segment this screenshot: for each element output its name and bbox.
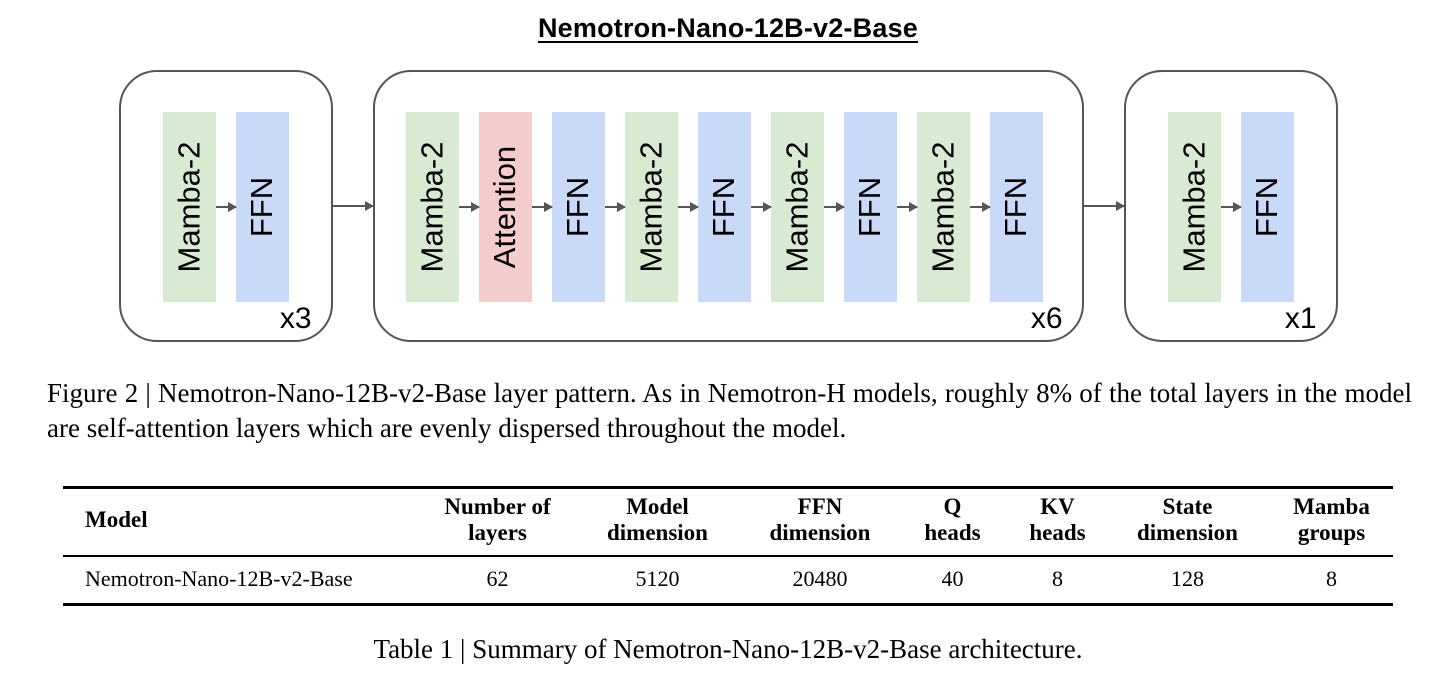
flow-arrow-icon — [531, 205, 552, 209]
layer-block-ffn: FFN — [843, 112, 897, 302]
flow-arrow-icon — [1083, 204, 1124, 208]
blocks-row: Mamba-2 FFN — [1167, 112, 1294, 302]
layer-block-attention: Attention — [478, 112, 532, 302]
column-header-state-dimension: State dimension — [1137, 494, 1238, 546]
layer-block-ffn: FFN — [989, 112, 1043, 302]
figure-caption: Figure 2 | Nemotron-Nano-12B-v2-Base lay… — [47, 378, 1412, 443]
column-header-ffn-dimension: FFN dimension — [769, 494, 871, 546]
flow-arrow-icon — [604, 205, 625, 209]
layer-block-label: Mamba-2 — [779, 141, 814, 273]
diagram-title: Nemotron-Nano-12B-v2-Base — [537, 13, 919, 43]
flow-arrow-icon — [677, 205, 698, 209]
layer-group-x1: Mamba-2 FFN x1 — [1123, 70, 1338, 342]
layer-block-label: FFN — [1249, 176, 1285, 238]
layer-block-mamba-2: Mamba-2 — [916, 112, 970, 302]
column-header-number-of-layers: Number of layers — [444, 494, 551, 546]
flow-arrow-icon — [750, 205, 771, 209]
blocks-row: Mamba-2 FFN — [162, 112, 289, 302]
cell-ffn-dimension: 20480 — [792, 565, 848, 591]
layer-block-label: FFN — [998, 176, 1034, 238]
flow-arrow-icon — [1220, 205, 1241, 209]
flow-arrow-icon — [215, 205, 236, 209]
flow-arrow-icon — [896, 205, 917, 209]
layer-block-label: Attention — [487, 145, 522, 269]
repeat-label: x1 — [1284, 302, 1317, 335]
cell-q-heads: 40 — [941, 565, 964, 591]
flow-arrow-icon — [332, 204, 373, 208]
layer-block-ffn: FFN — [551, 112, 605, 302]
cell-model-name: Nemotron-Nano-12B-v2-Base — [85, 565, 353, 591]
column-header-kv-heads: KV heads — [1029, 494, 1086, 546]
cell-model-dimension: 5120 — [635, 565, 680, 591]
layer-block-ffn: FFN — [697, 112, 751, 302]
cell-state-dimension: 128 — [1171, 565, 1204, 591]
layer-block-label: Mamba-2 — [633, 141, 668, 273]
layer-block-label: FFN — [852, 176, 888, 238]
table-caption: Table 1 | Summary of Nemotron-Nano-12B-v… — [373, 633, 1083, 664]
cell-number-of-layers: 62 — [486, 565, 509, 591]
column-header-model: Model — [85, 507, 148, 533]
layer-block-mamba-2: Mamba-2 — [1167, 112, 1221, 302]
layer-block-label: FFN — [244, 176, 280, 238]
layer-block-mamba-2: Mamba-2 — [405, 112, 459, 302]
blocks-row: Mamba-2 Attention FFN Mamba-2 FFN Mamba-2 FFN M… — [405, 112, 1043, 302]
layer-block-label: Mamba-2 — [1176, 141, 1211, 273]
layer-pattern-diagram: Mamba-2 FFN x3 Mamba-2 Attention FFN Mamba-2 FF… — [0, 70, 1456, 342]
architecture-table: Model Number of layers Model dimension F… — [63, 486, 1393, 606]
repeat-label: x6 — [1030, 302, 1063, 335]
cell-kv-heads: 8 — [1052, 565, 1063, 591]
layer-group-x3: Mamba-2 FFN x3 — [118, 70, 333, 342]
column-header-mamba-groups: Mamba groups — [1293, 494, 1370, 546]
layer-block-label: FFN — [560, 176, 596, 238]
table-header-row: Model Number of layers Model dimension F… — [63, 487, 1393, 556]
layer-block-ffn: FFN — [1240, 112, 1294, 302]
flow-arrow-icon — [458, 205, 479, 209]
layer-block-mamba-2: Mamba-2 — [624, 112, 678, 302]
layer-block-mamba-2: Mamba-2 — [162, 112, 216, 302]
layer-block-label: FFN — [706, 176, 742, 238]
column-header-model-dimension: Model dimension — [607, 494, 708, 546]
layer-block-ffn: FFN — [235, 112, 289, 302]
table-row: Nemotron-Nano-12B-v2-Base 62 5120 20480 … — [63, 556, 1393, 605]
layer-block-label: Mamba-2 — [925, 141, 960, 273]
column-header-q-heads: Q heads — [924, 494, 981, 546]
layer-block-label: Mamba-2 — [171, 141, 206, 273]
flow-arrow-icon — [823, 205, 844, 209]
cell-mamba-groups: 8 — [1326, 565, 1337, 591]
layer-block-label: Mamba-2 — [414, 141, 449, 273]
flow-arrow-icon — [969, 205, 990, 209]
layer-group-x6: Mamba-2 Attention FFN Mamba-2 FFN Mamba-2 FFN M… — [372, 70, 1084, 342]
repeat-label: x3 — [279, 302, 312, 335]
layer-block-mamba-2: Mamba-2 — [770, 112, 824, 302]
